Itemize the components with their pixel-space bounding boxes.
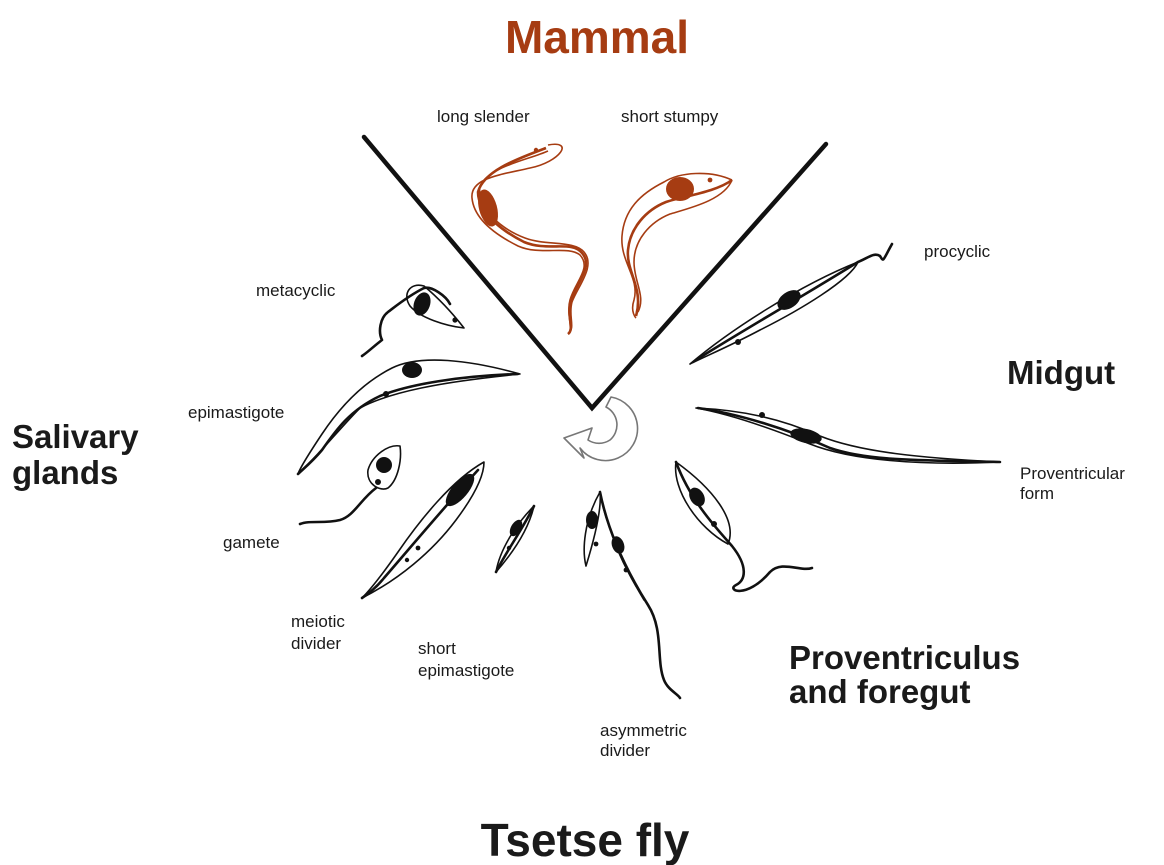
procyclic-label: procyclic (924, 242, 991, 261)
tsetse-fly-title: Tsetse fly (481, 814, 690, 865)
asymmetric-divider-trypanosome (584, 492, 680, 698)
metacyclic-label: metacyclic (256, 281, 336, 300)
proventricular-form-trypanosome (696, 408, 1000, 463)
mammal-divider-lines (364, 137, 826, 408)
short-stumpy-trypanosome (622, 173, 732, 318)
salivary-glands-label-line1: Salivary (12, 418, 139, 455)
proventricular-form-label-line2: form (1020, 484, 1054, 503)
midgut-label: Midgut (1007, 354, 1115, 391)
proventricular-form-label-line1: Proventricular (1020, 464, 1125, 483)
meiotic-divider-label-line2: divider (291, 634, 341, 653)
short-stumpy-label: short stumpy (621, 107, 719, 126)
long-slender-trypanosome (472, 144, 588, 334)
proventriculus-label-line1: Proventriculus (789, 639, 1020, 676)
asymmetric-divider-label-line1: asymmetric (600, 721, 687, 740)
salivary-glands-label-line2: glands (12, 454, 118, 491)
salivary-epimastigote-trypanosome (298, 360, 520, 474)
asymmetric-divider-label-line2: divider (600, 741, 650, 760)
mammal-title: Mammal (505, 11, 689, 63)
short-epimastigote-label-line2: epimastigote (418, 661, 514, 680)
gamete-label: gamete (223, 533, 280, 552)
proventriculus-epimastigote (676, 462, 812, 591)
epimastigote-label: epimastigote (188, 403, 284, 422)
metacyclic-trypanosome (362, 285, 464, 356)
short-epimastigote-trypanosome (496, 506, 534, 572)
cycle-arrow-icon (564, 397, 638, 461)
long-slender-label: long slender (437, 107, 530, 126)
proventriculus-label-line2: and foregut (789, 673, 970, 710)
meiotic-divider-label-line1: meiotic (291, 612, 345, 631)
short-epimastigote-label-line1: short (418, 639, 456, 658)
